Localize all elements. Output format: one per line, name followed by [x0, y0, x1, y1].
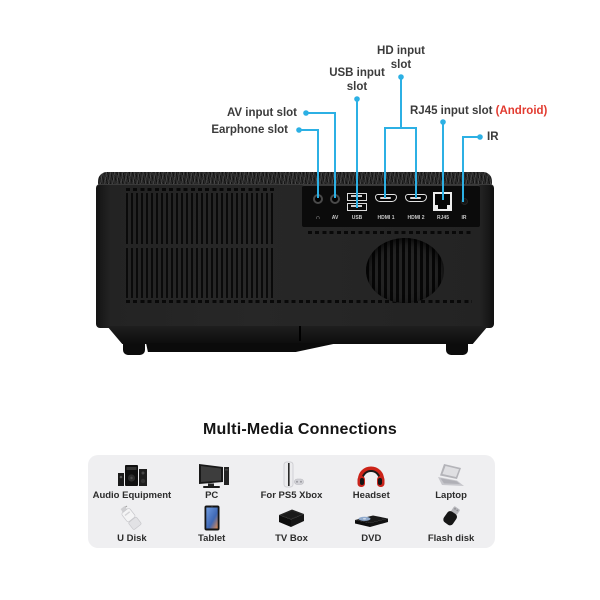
hdmi1-port [375, 194, 397, 202]
av-port-label: AV [331, 214, 339, 221]
device-tv-box: TV Box [252, 503, 332, 547]
device-tablet: Tablet [172, 503, 252, 547]
device-dvd: DVD [331, 503, 411, 547]
hd-input-line2: slot [390, 59, 412, 71]
ir-receiver [461, 198, 468, 205]
device-label: PC [205, 489, 219, 501]
vent-dash-row-bottom [126, 300, 472, 303]
device-label: U Disk [117, 533, 147, 544]
device-label: Headset [352, 489, 390, 501]
ports-panel: ∩ AV USB HDMI 1 HDMI 2 RJ45 IR [302, 185, 480, 227]
section-title: Multi-Media Connections [203, 421, 397, 438]
rj45-dot [440, 119, 446, 125]
device-label: For PS5 Xbox [260, 489, 323, 501]
pc-icon [198, 463, 229, 488]
hd-dot [398, 74, 404, 80]
device-label: DVD [361, 533, 382, 544]
tv-box-icon [279, 509, 305, 527]
dvd-icon [355, 515, 389, 527]
u-disk-icon [120, 505, 142, 530]
device-label: Flash disk [427, 533, 475, 544]
rj45-android-note: (Android) [495, 105, 548, 117]
tablet-icon [204, 505, 220, 531]
rj45-port [433, 191, 452, 211]
hdmi1-port-label: HDMI 1 [377, 214, 395, 221]
vent-dash-row-top [126, 187, 274, 191]
hdmi2-port-label: HDMI 2 [407, 214, 425, 221]
flash-disk-icon [443, 506, 460, 526]
left-vent-upper [126, 193, 274, 244]
hd-input-line1: HD input [377, 45, 425, 57]
device-flash-disk: Flash disk [411, 503, 491, 547]
connections-panel: Audio Equipment PC For PS5 Xbox [88, 455, 495, 548]
device-label: Tablet [198, 533, 226, 544]
device-pc: PC [172, 459, 252, 503]
earphone-jack [313, 194, 323, 204]
projector-base [107, 326, 488, 344]
fan-grille [366, 238, 444, 303]
device-ps5-xbox: For PS5 Xbox [252, 459, 332, 503]
device-label: Audio Equipment [92, 489, 172, 501]
device-headset: Headset [331, 459, 411, 503]
rj45-callout-text: RJ45 input slot [410, 105, 493, 117]
device-laptop: Laptop [411, 459, 491, 503]
earphone-callout: Earphone slot [211, 124, 288, 136]
audio-equipment-icon [117, 464, 147, 486]
av-jack [330, 194, 340, 204]
rj45-port-label: RJ45 [437, 214, 449, 221]
game-console-icon [284, 461, 305, 487]
usb-dot [354, 96, 360, 102]
av-dot [303, 110, 309, 116]
device-label: TV Box [275, 533, 308, 544]
vent-dash-row-right [308, 231, 472, 234]
ir-dot [477, 134, 483, 140]
laptop-icon [438, 463, 465, 486]
ir-port-label: IR [461, 214, 467, 221]
hd-input-callout: HD input slot [360, 44, 442, 72]
device-label: Laptop [435, 489, 467, 501]
usb-port-2 [347, 203, 367, 211]
hdmi2-port [405, 194, 427, 202]
earphone-dot [296, 127, 302, 133]
headphone-icon: ∩ [315, 214, 321, 221]
base-shadow [146, 343, 338, 352]
base-seam [299, 326, 301, 341]
usb-input-line2: slot [346, 81, 368, 93]
usb-input-line1: USB input [329, 67, 385, 79]
headset-icon [357, 466, 385, 487]
usb-port-label: USB [351, 214, 363, 221]
rj45-input-callout: RJ45 input slot (Android) [410, 104, 547, 118]
ir-callout: IR [487, 131, 499, 143]
usb-port-1 [347, 192, 367, 201]
left-vent-lower [126, 248, 274, 298]
usb-input-callout: USB input slot [316, 66, 398, 94]
av-input-callout: AV input slot [226, 107, 297, 119]
device-audio-equipment: Audio Equipment [92, 459, 172, 503]
device-u-disk: U Disk [92, 503, 172, 547]
